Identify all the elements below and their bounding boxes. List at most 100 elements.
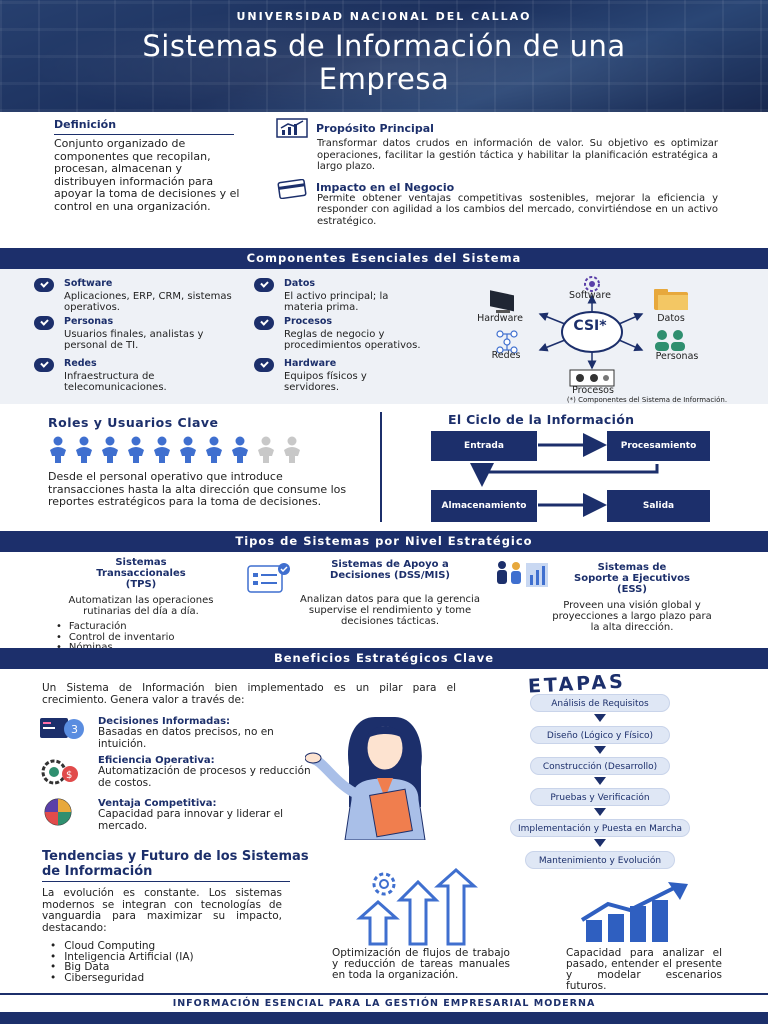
bullet-item: Cloud Computing xyxy=(50,941,194,952)
person-icon xyxy=(258,436,274,463)
checklist-icon xyxy=(247,563,290,593)
cycle-salida: Salida xyxy=(607,490,710,522)
page-title: Sistemas de Información de una Empresa xyxy=(0,30,768,96)
bullet-item: Ciberseguridad xyxy=(50,972,194,984)
definition-title: Definición xyxy=(54,118,117,131)
trends-text: La evolución es constante. Los sistemas … xyxy=(42,887,282,934)
benefit-eficiencia: Eficiencia Operativa: Automatización de … xyxy=(98,755,318,789)
csi-note: (*) Componentes del Sistema de Informaci… xyxy=(566,396,728,404)
impact-heading: Impacto en el Negocio xyxy=(276,178,718,199)
etapa-step: Diseño (Lógico y Físico) xyxy=(530,726,670,744)
person-icon xyxy=(206,436,222,463)
step-arrow-icon xyxy=(594,839,606,847)
person-icon xyxy=(284,436,300,463)
component-hardware: Hardware Equipos físicos y servidores. xyxy=(254,358,424,393)
svg-text:3: 3 xyxy=(71,723,78,736)
title-line-1: Sistemas de Información de una xyxy=(142,29,626,63)
university-name: UNIVERSIDAD NACIONAL DEL CALLAO xyxy=(236,10,532,23)
bullet-item: Big Data xyxy=(50,962,194,973)
benefit-ventaja: Ventaja Competitiva: Capacidad para inno… xyxy=(98,798,318,832)
software-icon xyxy=(584,276,600,292)
component-text: Usuarios finales, analistas y personal d… xyxy=(64,329,204,351)
type-tps: Sistemas Transaccionales (TPS) Automatiz… xyxy=(46,557,236,654)
impact-title: Impacto en el Negocio xyxy=(316,180,455,194)
type-ess: Sistemas de Soporte a Ejecutivos (ESS) P… xyxy=(550,562,714,633)
footer-text: INFORMACIÓN ESENCIAL PARA LA GESTIÓN EMP… xyxy=(172,998,596,1009)
trends-bullets: Cloud Computing Inteligencia Artificial … xyxy=(50,941,194,984)
bullet-item: Nóminas xyxy=(56,642,236,654)
benefit-text: Capacidad para innovar y liderar el merc… xyxy=(98,808,284,832)
check-icon xyxy=(34,316,54,330)
type-text: Automatizan las operaciones rutinarias d… xyxy=(68,595,214,617)
csi-label-datos: Datos xyxy=(657,313,685,324)
benefit-title: Eficiencia Operativa: xyxy=(98,755,215,766)
components-band: Componentes Esenciales del Sistema xyxy=(0,248,768,269)
benefit-title: Ventaja Competitiva: xyxy=(98,798,217,809)
bar-growth-icon xyxy=(580,882,688,942)
person-icon xyxy=(50,436,66,463)
component-title: Procesos xyxy=(284,316,333,327)
cycle-title: El Ciclo de la Información xyxy=(448,412,635,427)
etapa-step: Implementación y Puesta en Marcha xyxy=(510,819,690,837)
competitive-icon xyxy=(44,798,72,826)
efficiency-icon: $ xyxy=(41,759,78,785)
component-text: Infraestructura de telecomunicaciones. xyxy=(64,371,167,393)
csi-label-software: Software xyxy=(569,290,611,301)
decision-icon: 3 xyxy=(40,718,84,739)
csi-label-personas: Personas xyxy=(655,351,699,362)
component-personas: Personas Usuarios finales, analistas y p… xyxy=(34,316,234,351)
purpose-text: Transformar datos crudos en información … xyxy=(317,138,718,172)
component-text: El activo principal; la materia prima. xyxy=(284,291,389,313)
components-panel xyxy=(0,269,768,404)
type-bullets: Facturación Control de inventario Nómina… xyxy=(56,621,236,654)
csi-diagram xyxy=(490,276,688,387)
folder-icon xyxy=(654,289,688,310)
benefit-text: Basadas en datos precisos, no en intuici… xyxy=(98,726,274,750)
bullet-item: Control de inventario xyxy=(56,632,236,644)
benefits-intro: Un Sistema de Información bien implement… xyxy=(42,682,456,706)
type-text: Analizan datos para que la gerencia supe… xyxy=(300,594,480,627)
component-datos: Datos El activo principal; la materia pr… xyxy=(254,278,424,313)
header-banner: UNIVERSIDAD NACIONAL DEL CALLAO Sistemas… xyxy=(0,0,768,112)
network-icon xyxy=(496,330,518,354)
cycle-procesamiento: Procesamiento xyxy=(607,431,710,461)
definition-rule xyxy=(54,134,234,135)
roles-text: Desde el personal operativo que introduc… xyxy=(48,470,347,508)
analytics-people-icon xyxy=(497,561,548,587)
component-text: Reglas de negocio y procedimientos opera… xyxy=(284,329,421,351)
benefit-decisiones: Decisiones Informadas: Basadas en datos … xyxy=(98,716,318,750)
hardware-icon xyxy=(490,290,514,313)
card-icon xyxy=(277,178,307,199)
csi-label-procesos: Procesos xyxy=(572,385,614,396)
component-text: Aplicaciones, ERP, CRM, sistemas operati… xyxy=(64,291,232,313)
check-icon xyxy=(34,358,54,372)
csi-label-redes: Redes xyxy=(491,350,521,361)
person-icon xyxy=(180,436,196,463)
definition-block: Definición Conjunto organizado de compon… xyxy=(54,118,244,213)
step-arrow-icon xyxy=(594,808,606,816)
etapa-step: Construcción (Desarrollo) xyxy=(530,757,670,775)
component-title: Redes xyxy=(64,358,97,369)
step-arrow-icon xyxy=(594,714,606,722)
step-arrow-icon xyxy=(594,746,606,754)
title-line-2: Empresa xyxy=(318,62,450,96)
csi-center-label: CSI* xyxy=(573,318,607,334)
growth-arrows-icon xyxy=(356,867,478,946)
component-text: Equipos físicos y servidores. xyxy=(284,371,367,393)
cycle-arrows xyxy=(470,433,659,517)
etapa-step: Mantenimiento y Evolución xyxy=(525,851,675,869)
trends-title: Tendencias y Futuro de los Sistemas de I… xyxy=(42,849,309,879)
bullet-item: Inteligencia Artificial (IA) xyxy=(50,951,193,963)
etapa-step: Pruebas y Verificación xyxy=(530,788,670,806)
definition-text: Conjunto organizado de componentes que r… xyxy=(54,137,240,213)
bullet-item: Facturación xyxy=(56,621,236,633)
chart-icon xyxy=(276,118,308,138)
component-title: Hardware xyxy=(284,358,337,369)
person-icon xyxy=(102,436,118,463)
etapa-step: Análisis de Requisitos xyxy=(530,694,670,712)
person-icon xyxy=(232,436,248,463)
type-title: Sistemas de Apoyo a Decisiones (DSS/MIS) xyxy=(330,559,450,581)
type-title: Sistemas de Soporte a Ejecutivos (ESS) xyxy=(574,562,690,595)
person-icon xyxy=(128,436,144,463)
cycle-almacenamiento: Almacenamiento xyxy=(431,490,537,522)
